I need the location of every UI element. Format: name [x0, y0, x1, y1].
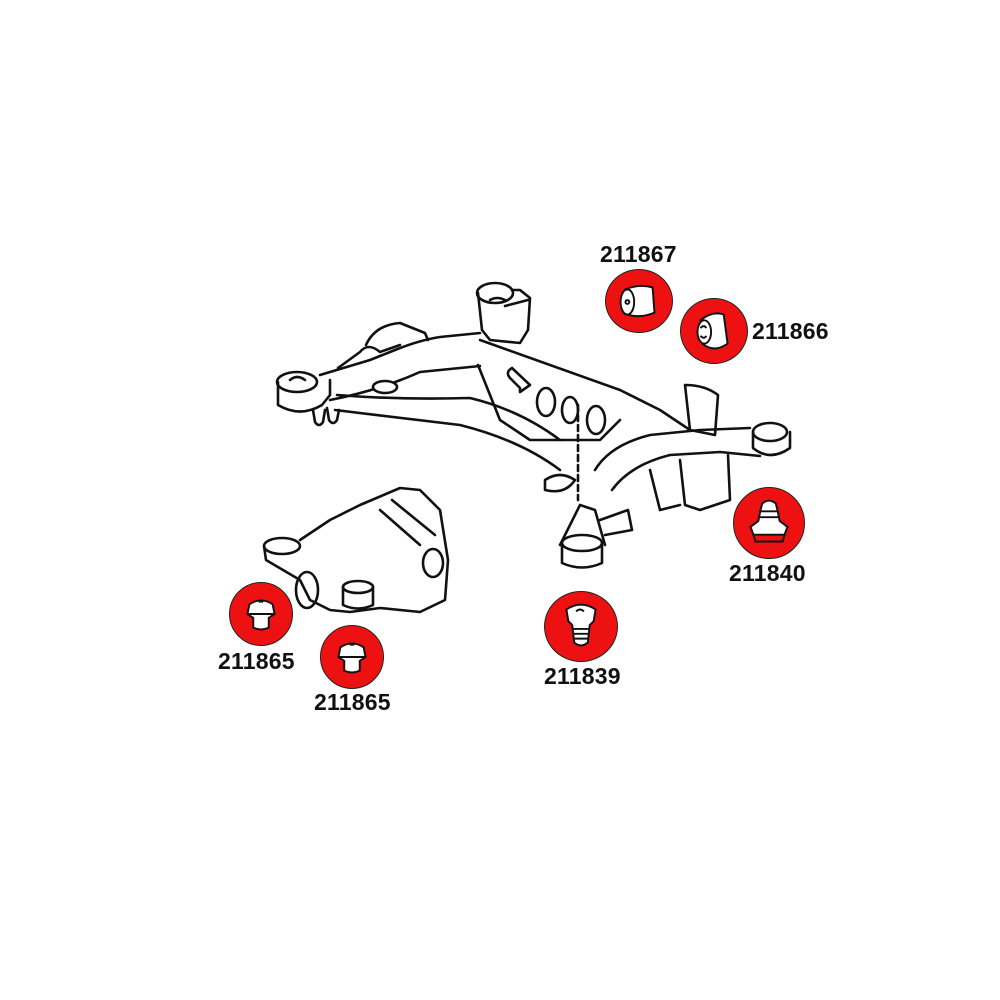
bushing-cylinder-icon	[605, 269, 673, 333]
diff-mount-bushing-icon	[229, 582, 293, 646]
bump-stop-stepped-icon	[733, 487, 805, 559]
part-number: 211867	[600, 241, 677, 267]
bump-stop-conical-icon	[544, 591, 618, 662]
part-number: 211839	[544, 663, 621, 689]
subframe-side-beam	[476, 338, 692, 502]
part-number: 211866	[752, 318, 829, 344]
diff-mount-bushing-icon	[320, 625, 384, 689]
subframe-left-mount	[275, 370, 341, 427]
subframe-front-rail	[318, 321, 562, 472]
part-number: 211840	[729, 560, 806, 586]
subframe-right-arm	[593, 383, 792, 512]
subframe-rear-tower	[475, 281, 532, 345]
part-number: 211865	[218, 648, 295, 674]
part-number: 211865	[314, 689, 391, 715]
subframe-center-mount	[543, 473, 634, 569]
differential-housing	[262, 486, 450, 614]
bushing-flanged-icon	[680, 298, 748, 364]
